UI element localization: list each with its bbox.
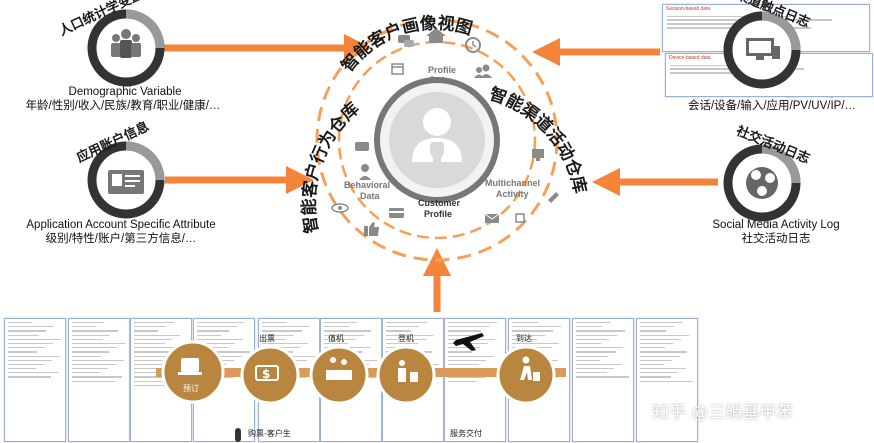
social-desc: 社交活动日志 — [741, 233, 811, 245]
step-boarding: 登机 — [398, 334, 414, 343]
group-icon — [474, 64, 492, 78]
eye-icon — [331, 203, 349, 213]
demographic-desc: 年龄/性别/收入/民族/教育/职业/健康/… — [25, 100, 221, 112]
mail-icon — [484, 213, 500, 223]
device-card-title: Device-based data — [669, 55, 711, 61]
like-icon — [364, 222, 379, 236]
svg-text:$: $ — [262, 367, 270, 381]
counter-icon — [326, 370, 352, 380]
walking-traveler-icon — [522, 356, 530, 364]
sub-label-left: 购票-客户生 — [248, 429, 291, 438]
profile-label: Profile — [428, 65, 456, 75]
chat-icon — [398, 35, 414, 47]
ticket-icon — [255, 365, 279, 381]
behavioral-data-label: Data — [360, 191, 381, 201]
calendar-icon — [391, 63, 404, 75]
card-icon — [389, 208, 404, 218]
devices-icon — [746, 38, 780, 60]
passenger-icon — [399, 360, 405, 366]
journey-strip: $ — [156, 333, 566, 442]
profile-label-bottom: Profile — [424, 209, 452, 219]
step-book: 预订 — [183, 384, 199, 393]
social-ring — [723, 144, 801, 222]
title-left-arc: 智能客户行为仓库 — [299, 98, 364, 235]
step-icons: $ — [178, 356, 540, 382]
step-arrival: 到达 — [516, 334, 532, 343]
account-name: Application Account Specific Attribute — [26, 219, 216, 231]
watermark: 知乎 @三硝基甲苯 — [652, 403, 794, 423]
behavioral-label: Behavioral — [344, 180, 390, 190]
flow-arrows — [158, 34, 718, 312]
multichannel-label: Multichannel — [485, 178, 540, 188]
journey-card — [4, 318, 66, 442]
social-name: Social Media Activity Log — [712, 219, 840, 231]
home-icon — [426, 28, 446, 43]
speech-icon — [355, 142, 369, 151]
monitor-icon — [532, 149, 544, 161]
plane-icon — [453, 333, 484, 351]
id-card-icon — [108, 170, 144, 194]
pencil-icon — [548, 192, 559, 203]
journey-card — [636, 318, 698, 442]
journey-card — [68, 318, 130, 442]
laptop-base-icon — [178, 372, 202, 375]
account-ring — [87, 141, 165, 219]
step-ticket: 出票 — [259, 334, 275, 343]
people-chat-icon — [359, 164, 371, 180]
sub-label-right: 服务交付 — [450, 429, 482, 438]
checkin-agent-icon — [330, 357, 336, 363]
luggage-icon — [533, 372, 540, 381]
clock-icon — [465, 37, 481, 53]
demographic-ring — [87, 9, 165, 87]
customer-label: Customer — [418, 198, 461, 208]
laptop-icon — [181, 358, 199, 372]
channel-desc: 会话/设备/输入/应用/PV/UV/IP/… — [687, 100, 857, 112]
ring-icons — [331, 28, 559, 236]
channel-ring — [723, 11, 801, 89]
social-network-icon — [746, 167, 778, 199]
journey-card — [572, 318, 634, 442]
person-bulb-icon — [412, 108, 462, 162]
step-checkin: 值机 — [328, 334, 344, 343]
session-card-title: Session-based data — [666, 6, 711, 12]
people-icon — [111, 29, 141, 58]
thumb-icon — [515, 213, 525, 223]
demographic-name: Demographic Variable — [68, 86, 182, 98]
center-rings — [315, 18, 559, 262]
account-desc: 级别/特性/账户/第三方信息/… — [45, 233, 197, 245]
profile-data-label: Data — [430, 75, 451, 85]
activity-label: Activity — [496, 189, 529, 199]
